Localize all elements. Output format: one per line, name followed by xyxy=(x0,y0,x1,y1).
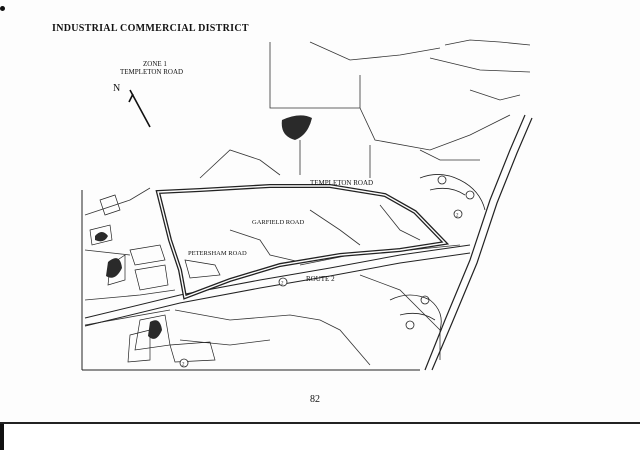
zone-road-label: TEMPLETON ROAD xyxy=(120,68,183,76)
railroad xyxy=(424,114,533,371)
parcel-lines xyxy=(84,39,531,366)
route-2-label: ROUTE 2 xyxy=(306,275,335,283)
route-2-highway xyxy=(84,244,471,327)
route-shield xyxy=(278,277,288,287)
scan-mark xyxy=(0,6,5,11)
map-frame xyxy=(81,190,420,371)
route-shield xyxy=(179,358,189,368)
route-shield xyxy=(453,209,463,219)
north-arrow-label: N xyxy=(113,83,120,94)
developed-parcels-west xyxy=(89,194,221,363)
water-bodies xyxy=(95,115,312,339)
zone-label: ZONE 1 xyxy=(143,60,167,68)
route-shield-label: 2 xyxy=(281,282,284,287)
route-shield-label: 2 xyxy=(182,363,185,368)
scan-bottom-band xyxy=(0,422,640,452)
route-shields xyxy=(179,209,463,368)
document-title: INDUSTRIAL COMMERCIAL DISTRICT xyxy=(52,23,249,34)
district-boundary-inner xyxy=(157,185,447,298)
templeton-road-label: TEMPLETON ROAD xyxy=(310,179,373,187)
petersham-road-label: PETERSHAM ROAD xyxy=(188,250,247,257)
subdivision-roads-east xyxy=(389,174,486,331)
scan-edge-mark xyxy=(0,424,4,450)
district-boundary xyxy=(155,184,450,300)
north-arrow-icon xyxy=(128,89,151,128)
page-number: 82 xyxy=(310,394,320,405)
garfield-road-label: GARFIELD ROAD xyxy=(252,219,304,226)
route-shield-label: 2 xyxy=(456,214,459,219)
